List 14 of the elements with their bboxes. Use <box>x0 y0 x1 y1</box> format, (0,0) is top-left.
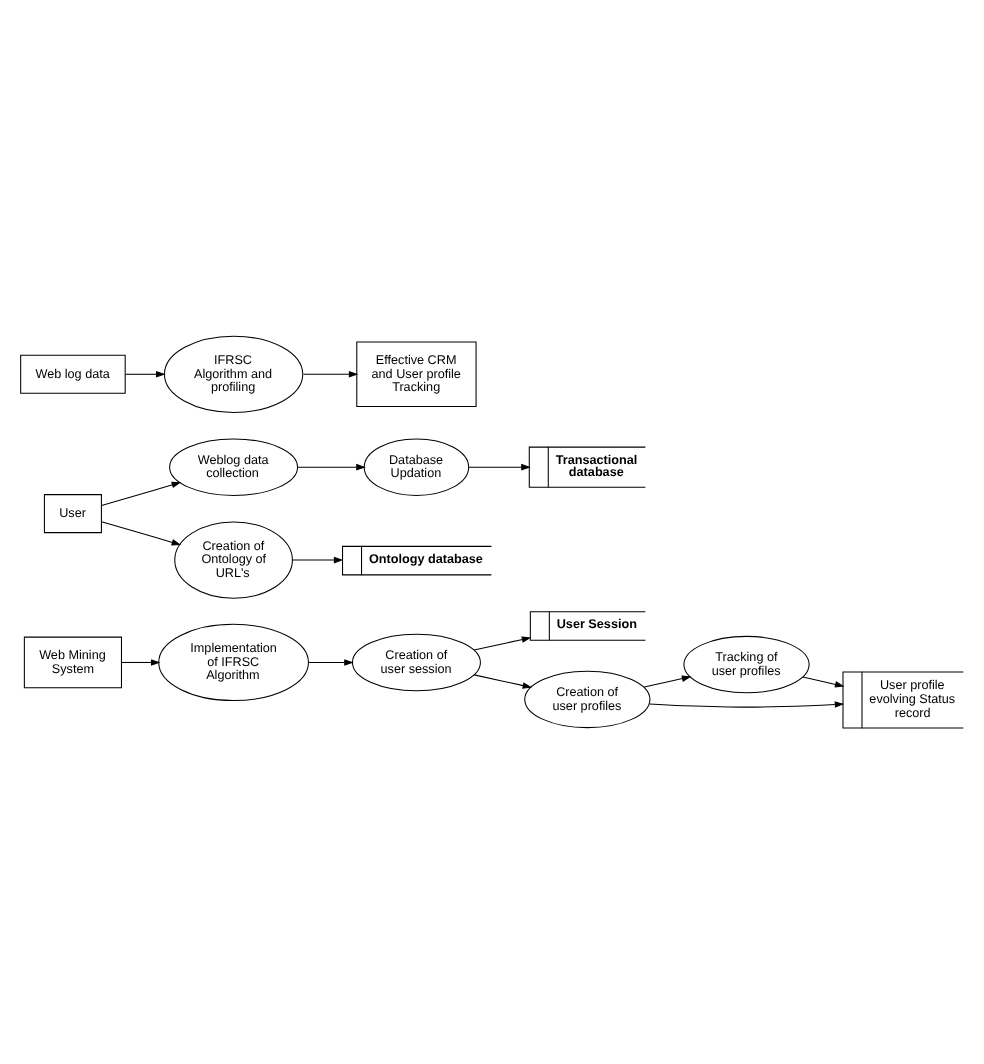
arrow <box>101 521 182 546</box>
arrow <box>648 701 845 708</box>
arrow <box>297 463 366 471</box>
arrow <box>473 636 532 651</box>
arrow <box>802 676 845 688</box>
arrow <box>302 370 359 378</box>
arrow <box>124 370 166 378</box>
arrow <box>292 556 344 564</box>
arrow <box>308 659 354 666</box>
arrow <box>121 659 161 666</box>
arrow <box>643 675 692 688</box>
arrow <box>473 674 533 689</box>
arrow <box>101 481 182 507</box>
arrow <box>468 463 531 471</box>
